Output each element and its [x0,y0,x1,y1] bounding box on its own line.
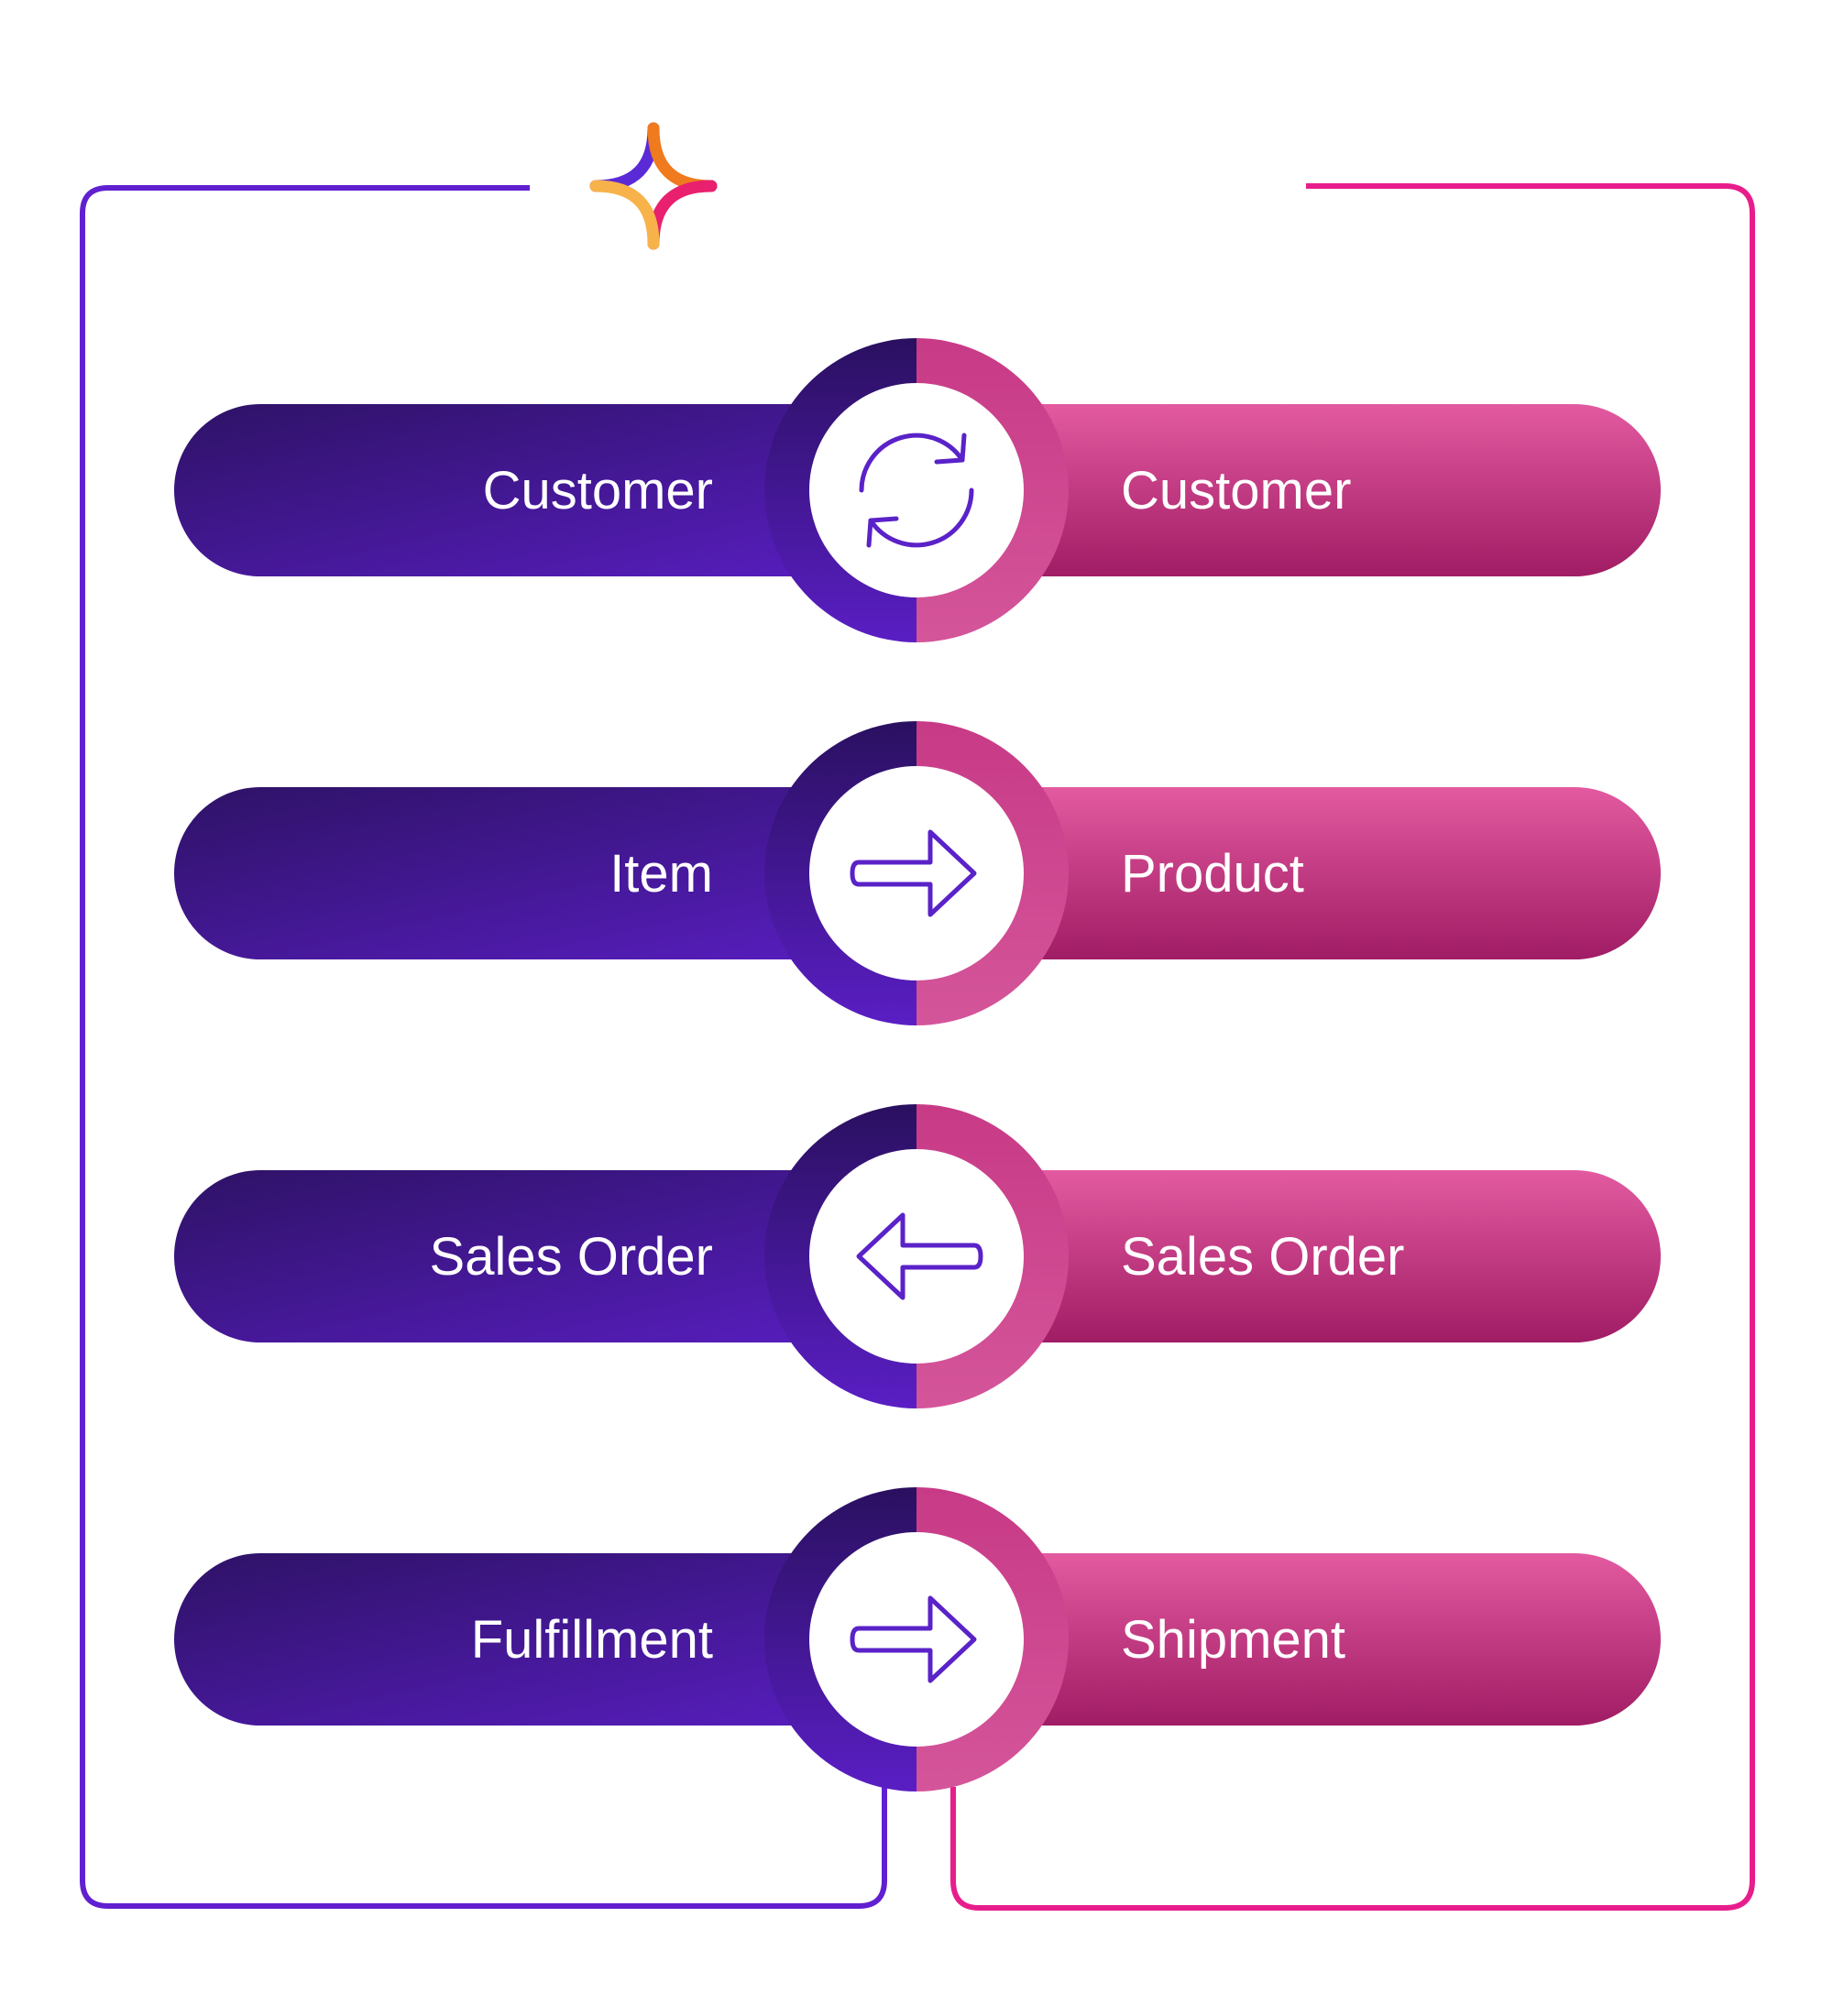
target-field-pill [889,404,1661,576]
arrow-right-icon [850,1595,977,1683]
icon-badge [809,766,1024,981]
icon-badge [809,1532,1024,1747]
sparkle-logo-icon [589,122,718,250]
source-field-pill [174,404,944,576]
source-field-label: Fulfillment [471,1610,713,1670]
left-frame-line [80,185,887,1909]
arrow-right-icon [850,829,977,917]
source-field-label: Item [609,844,713,904]
arrow-left-icon [856,1212,983,1300]
target-field-label: Product [1121,844,1304,904]
source-field-label: Customer [483,461,713,520]
right-frame-line [950,183,1755,1911]
target-field-pill [889,787,1661,959]
target-field-label: Sales Order [1121,1227,1404,1287]
mapping-row: Item Product [174,721,1661,1025]
source-field-pill [174,787,944,959]
icon-badge [809,383,1024,597]
icon-badge [809,1149,1024,1364]
sync-icon [859,433,974,548]
mapping-row: Sales Order Sales Order [174,1104,1661,1408]
target-field-pill [889,1553,1661,1726]
target-field-pill [889,1170,1661,1342]
target-field-label: Customer [1121,461,1351,520]
source-field-pill [174,1170,944,1342]
mapping-row: Customer Customer [174,338,1661,642]
target-field-label: Shipment [1121,1610,1345,1670]
mapping-row: Fulfillment Shipment [174,1487,1661,1791]
source-field-label: Sales Order [430,1227,713,1287]
source-field-pill [174,1553,944,1726]
